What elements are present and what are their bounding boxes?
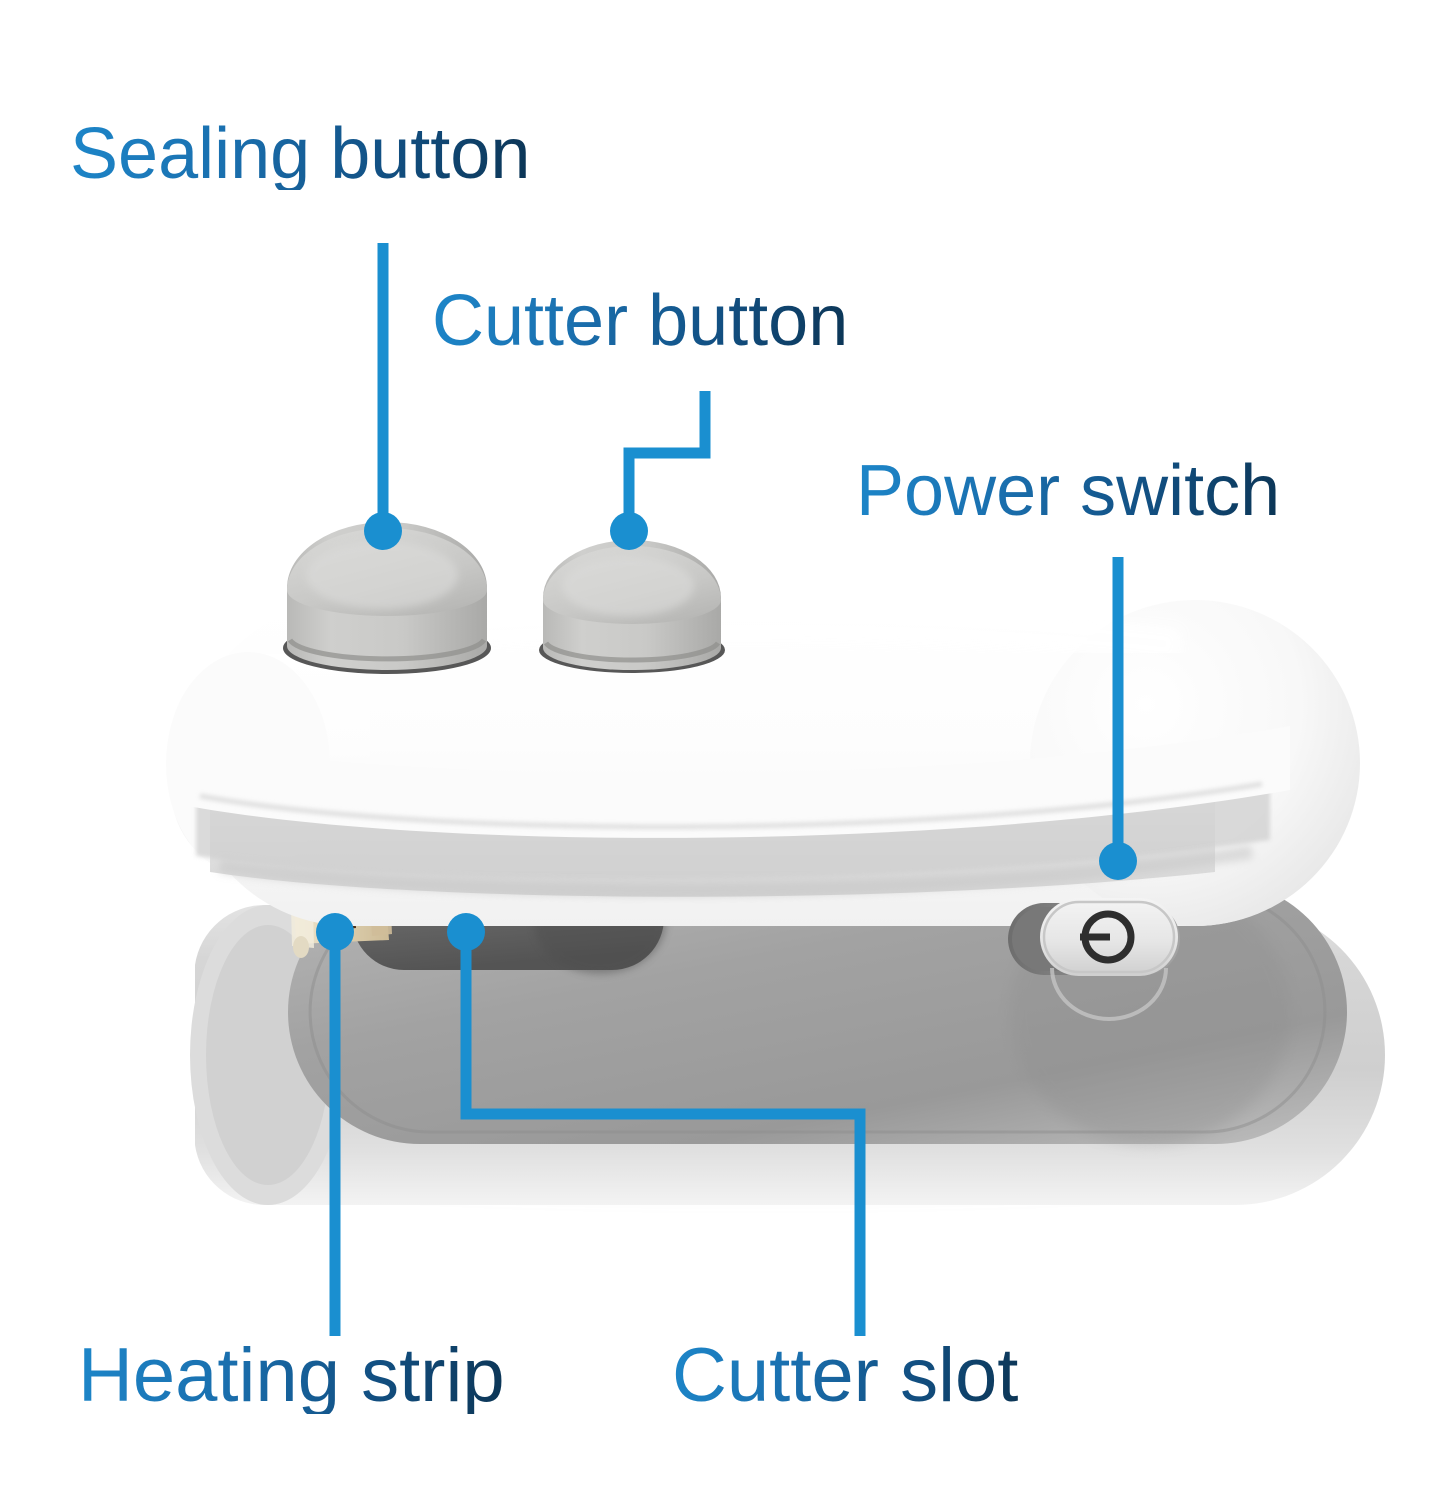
label-heating-strip: Heating strip: [78, 1333, 505, 1418]
anchor-dot-sealing-button[interactable]: [364, 512, 402, 550]
label-power-switch: Power switch: [856, 451, 1281, 531]
power-switch-part: [1008, 898, 1180, 1021]
anchor-dot-cutter-button[interactable]: [610, 512, 648, 550]
anchor-dot-heating-strip[interactable]: [316, 913, 354, 951]
anchor-dot-cutter-slot[interactable]: [447, 913, 485, 951]
leader-line-cutter-button: [623, 391, 711, 531]
label-cutter-slot: Cutter slot: [672, 1333, 1019, 1418]
upper-shell: [166, 600, 1360, 926]
label-cutter-button: Cutter button: [432, 281, 849, 361]
power-icon: [1080, 910, 1135, 964]
label-sealing-button: Sealing button: [70, 114, 531, 194]
cutter-button-part: [539, 540, 725, 673]
anchor-dot-power-switch[interactable]: [1099, 842, 1137, 880]
leader-line-cutter-slot: [460, 932, 866, 1336]
sealing-button-part: [283, 522, 491, 674]
